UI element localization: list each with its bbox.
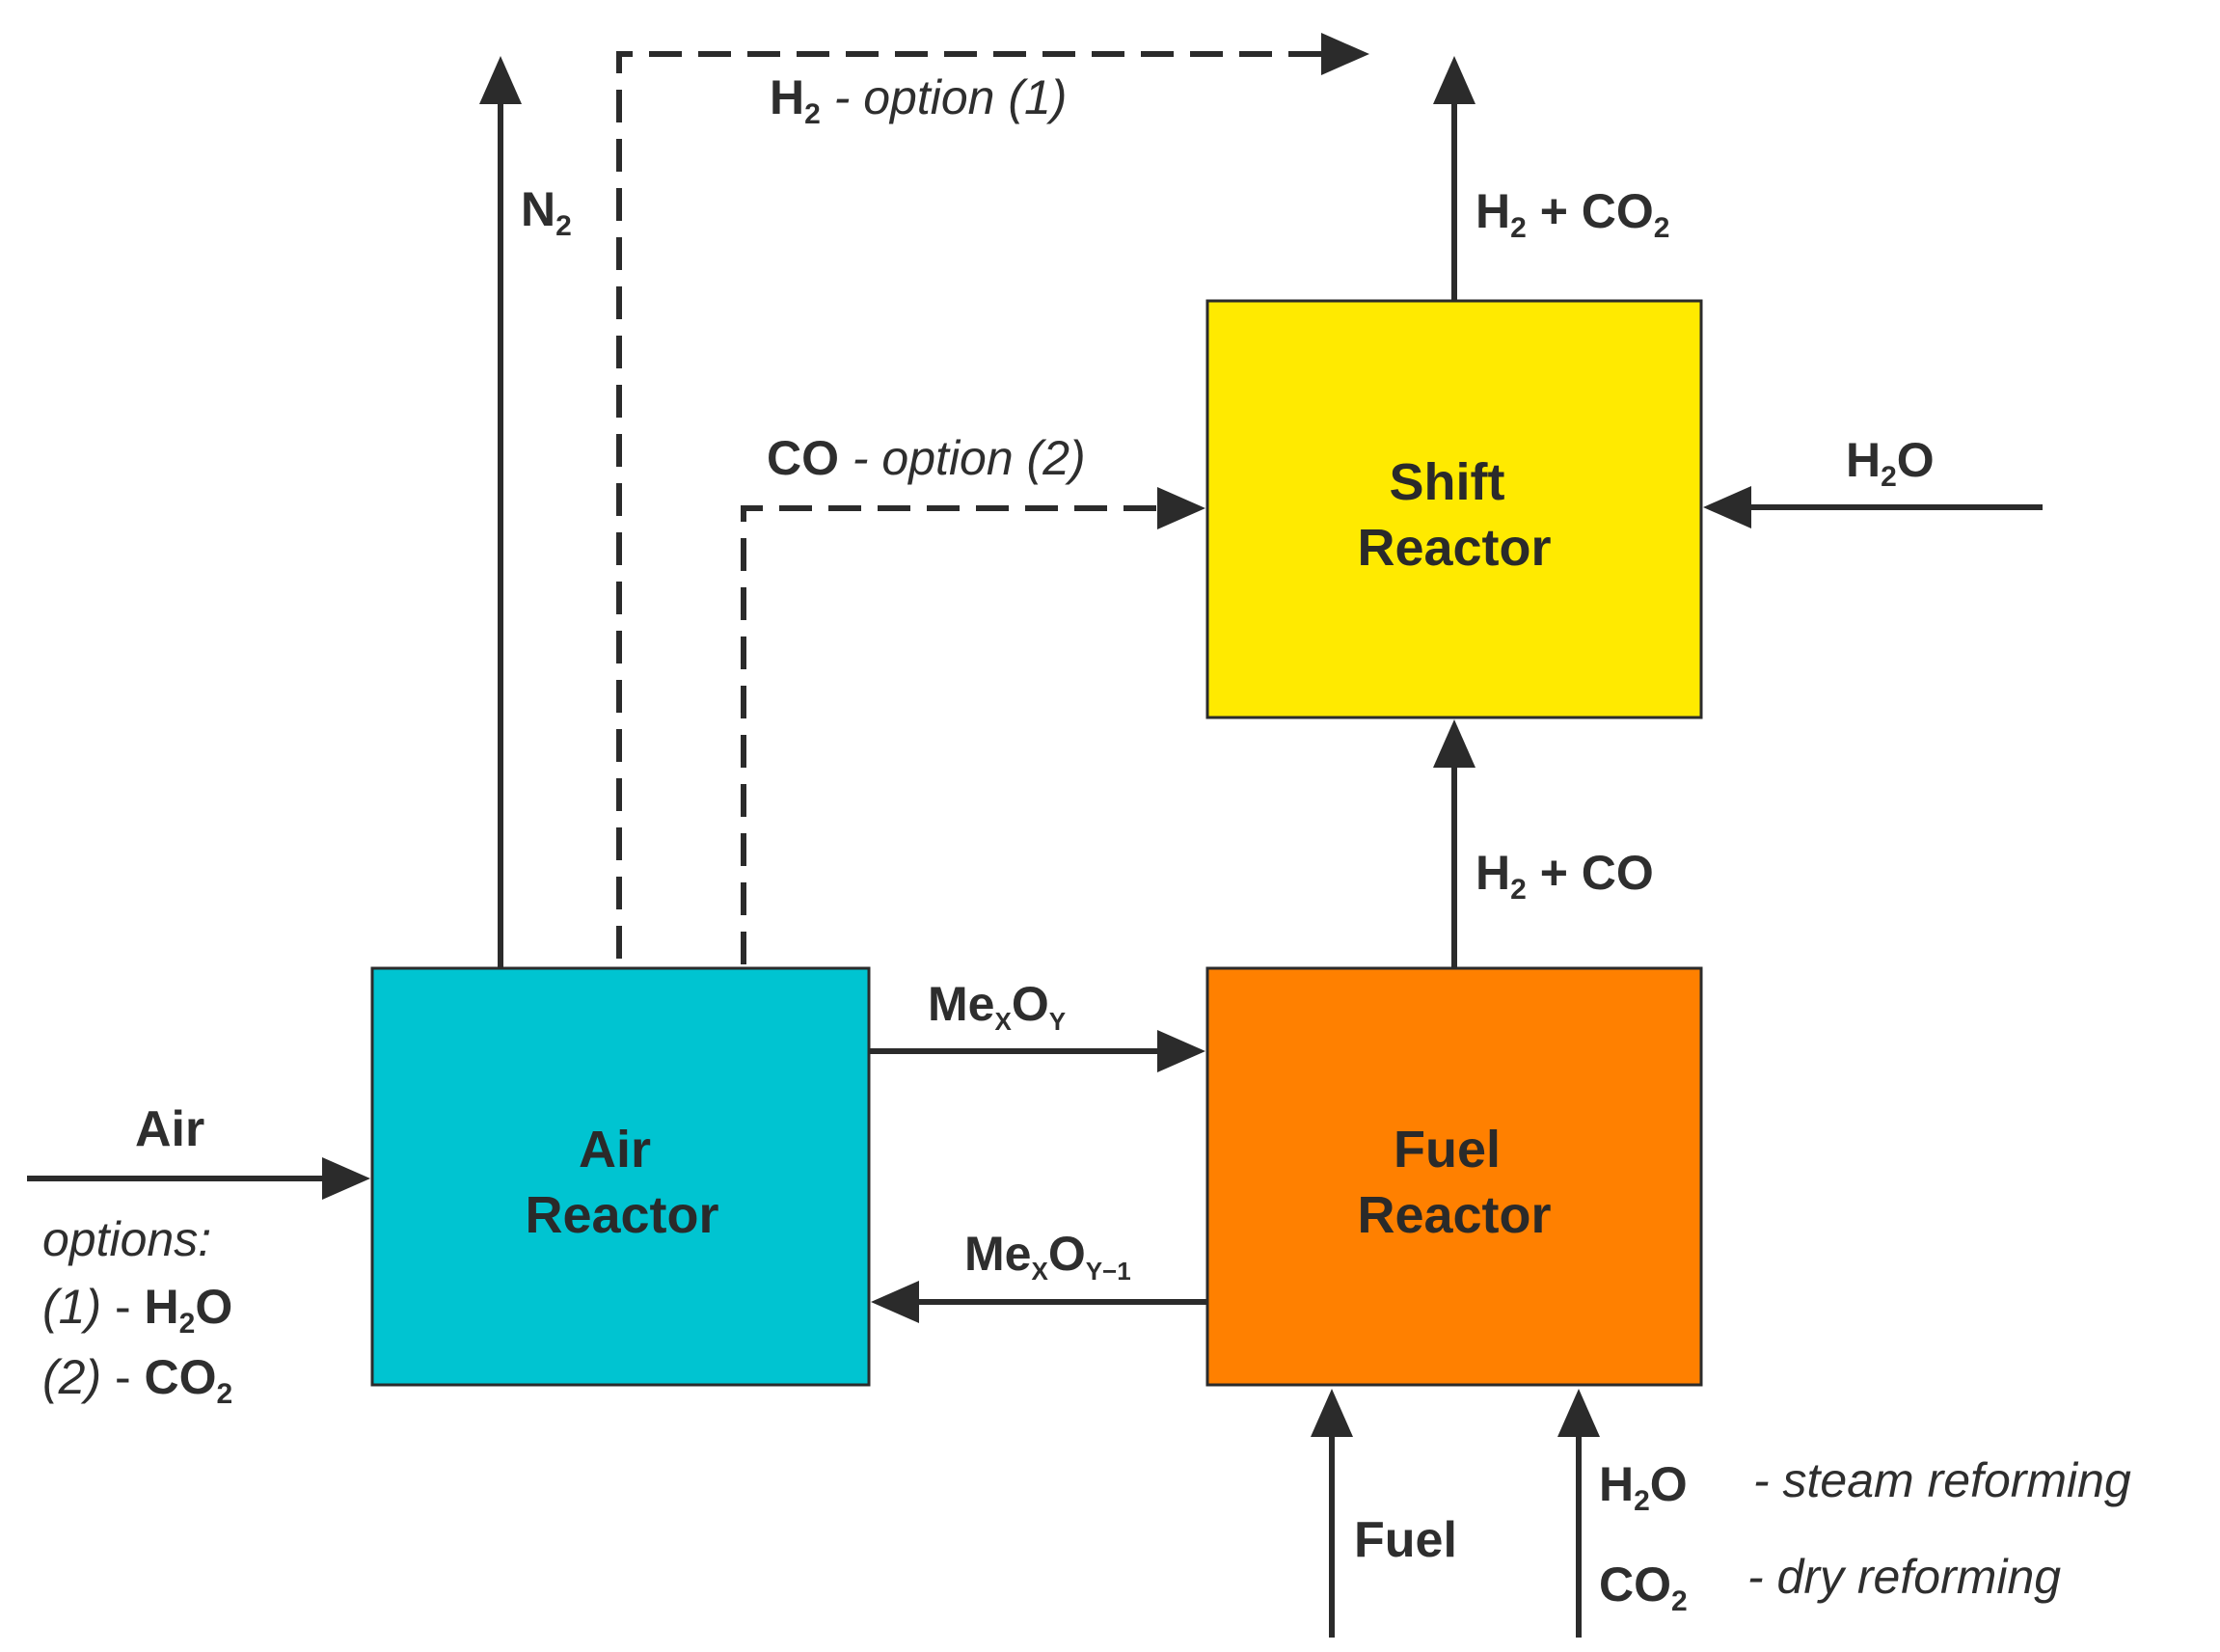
h2-option1-base: H — [770, 70, 804, 124]
h2-option1-rest: - option (1) — [821, 70, 1068, 124]
fuel-to-shift-label: H2 + CO — [1475, 846, 1654, 906]
oxidized-carrier-label: MeXOY — [928, 977, 1066, 1036]
fuel-to-shift-arrowhead — [1433, 719, 1475, 768]
reforming-h2o-formula: H2O — [1599, 1457, 1688, 1517]
co-option2-dashed-line — [741, 505, 1157, 964]
h2-option1-sub: 2 — [804, 98, 821, 130]
h2-option1-arrowhead — [1321, 33, 1369, 75]
reduced-p1: Me — [964, 1227, 1031, 1281]
n2-label-base: N — [521, 182, 555, 236]
fuel-reactor-title: Fuel Reactor — [1357, 1121, 1551, 1244]
fuel-reactor-line1: Fuel — [1394, 1121, 1501, 1178]
oxidized-carrier-arrowhead — [1157, 1030, 1205, 1072]
air-option1-p1: H — [145, 1280, 179, 1334]
air-inlet-label: Air — [135, 1101, 204, 1157]
air-inlet-arrowhead — [322, 1157, 370, 1200]
n2-arrowhead — [479, 56, 522, 104]
air-option1-s1: 2 — [179, 1308, 196, 1340]
shift-outlet-label: H2 + CO2 — [1475, 184, 1669, 244]
h2-option1-label: H2 - option (1) — [770, 70, 1067, 130]
fuel-inlet-label: Fuel — [1354, 1512, 1457, 1568]
reforming-h2o-desc: - steam reforming — [1753, 1453, 2131, 1507]
reduced-s1: X — [1031, 1257, 1048, 1286]
fuel-inlet-arrowhead — [1311, 1389, 1353, 1437]
shift-h2o-p2: O — [1897, 433, 1935, 487]
reforming-h2o-p2: O — [1650, 1457, 1688, 1511]
air-option2-s1: 2 — [217, 1378, 233, 1410]
shift-h2o-s1: 2 — [1881, 461, 1897, 493]
shift-outlet-s1: 2 — [1510, 212, 1527, 244]
h2o-to-shift-arrowhead — [1703, 486, 1751, 528]
air-option2-dash: - — [101, 1350, 144, 1404]
co-option2-label: CO - option (2) — [767, 431, 1086, 485]
shift-h2o-label: H2O — [1846, 433, 1935, 493]
reduced-p2: O — [1048, 1227, 1086, 1281]
reduced-carrier-arrowhead — [871, 1281, 919, 1323]
co-option2-arrowhead — [1157, 487, 1205, 529]
n2-label-sub: 2 — [555, 210, 572, 242]
shift-reactor-line2: Reactor — [1357, 519, 1551, 577]
air-options-title: options: — [42, 1212, 211, 1266]
oxidized-s2: Y — [1049, 1007, 1066, 1036]
air-option1-label: (1) - H2O — [42, 1280, 232, 1340]
co-option2-rest: - option (2) — [839, 431, 1086, 485]
reforming-co2-p1: CO — [1599, 1557, 1671, 1611]
air-option2-p1: CO — [145, 1350, 217, 1404]
reforming-co2-desc: - dry reforming — [1747, 1550, 2061, 1604]
air-option1-tag: (1) — [42, 1280, 101, 1334]
reforming-h2o-s1: 2 — [1634, 1485, 1650, 1517]
reforming-agent-inlet-arrowhead — [1557, 1389, 1600, 1437]
oxidized-s1: X — [994, 1007, 1012, 1036]
shift-reactor-line1: Shift — [1390, 453, 1505, 511]
reduced-s2: Y−1 — [1086, 1257, 1131, 1286]
air-reactor-line2: Reactor — [525, 1186, 718, 1244]
fuel-to-shift-p1: H — [1475, 846, 1510, 900]
shift-outlet-p1: H — [1475, 184, 1510, 238]
air-option2-label: (2) - CO2 — [42, 1350, 232, 1410]
reforming-co2-formula: CO2 — [1599, 1557, 1688, 1617]
shift-outlet-s2: 2 — [1654, 212, 1670, 244]
co-option2-base: CO — [767, 431, 839, 485]
shift-h2o-p1: H — [1846, 433, 1881, 487]
reforming-co2-s1: 2 — [1671, 1585, 1688, 1617]
shift-outlet-p2: + CO — [1527, 184, 1654, 238]
fuel-reactor-box — [1205, 966, 1703, 1387]
shift-outlet-arrowhead — [1433, 56, 1475, 104]
shift-reactor-title: Shift Reactor — [1357, 453, 1551, 577]
air-reactor-line1: Air — [579, 1121, 651, 1178]
air-option1-p2: O — [195, 1280, 232, 1334]
air-option1-dash: - — [101, 1280, 144, 1334]
air-reactor-box — [370, 966, 871, 1387]
h2-option1-dashed-line — [616, 51, 1321, 959]
air-reactor-title: Air Reactor — [525, 1121, 718, 1244]
fuel-reactor-line2: Reactor — [1357, 1186, 1551, 1244]
reduced-carrier-label: MeXOY−1 — [964, 1227, 1131, 1286]
reforming-h2o-p1: H — [1599, 1457, 1634, 1511]
fuel-to-shift-s1: 2 — [1510, 874, 1527, 906]
n2-label: N2 — [521, 182, 572, 242]
air-option2-tag: (2) — [42, 1350, 101, 1404]
oxidized-p2: O — [1012, 977, 1049, 1031]
oxidized-p1: Me — [928, 977, 994, 1031]
fuel-to-shift-p2: + CO — [1527, 846, 1654, 900]
